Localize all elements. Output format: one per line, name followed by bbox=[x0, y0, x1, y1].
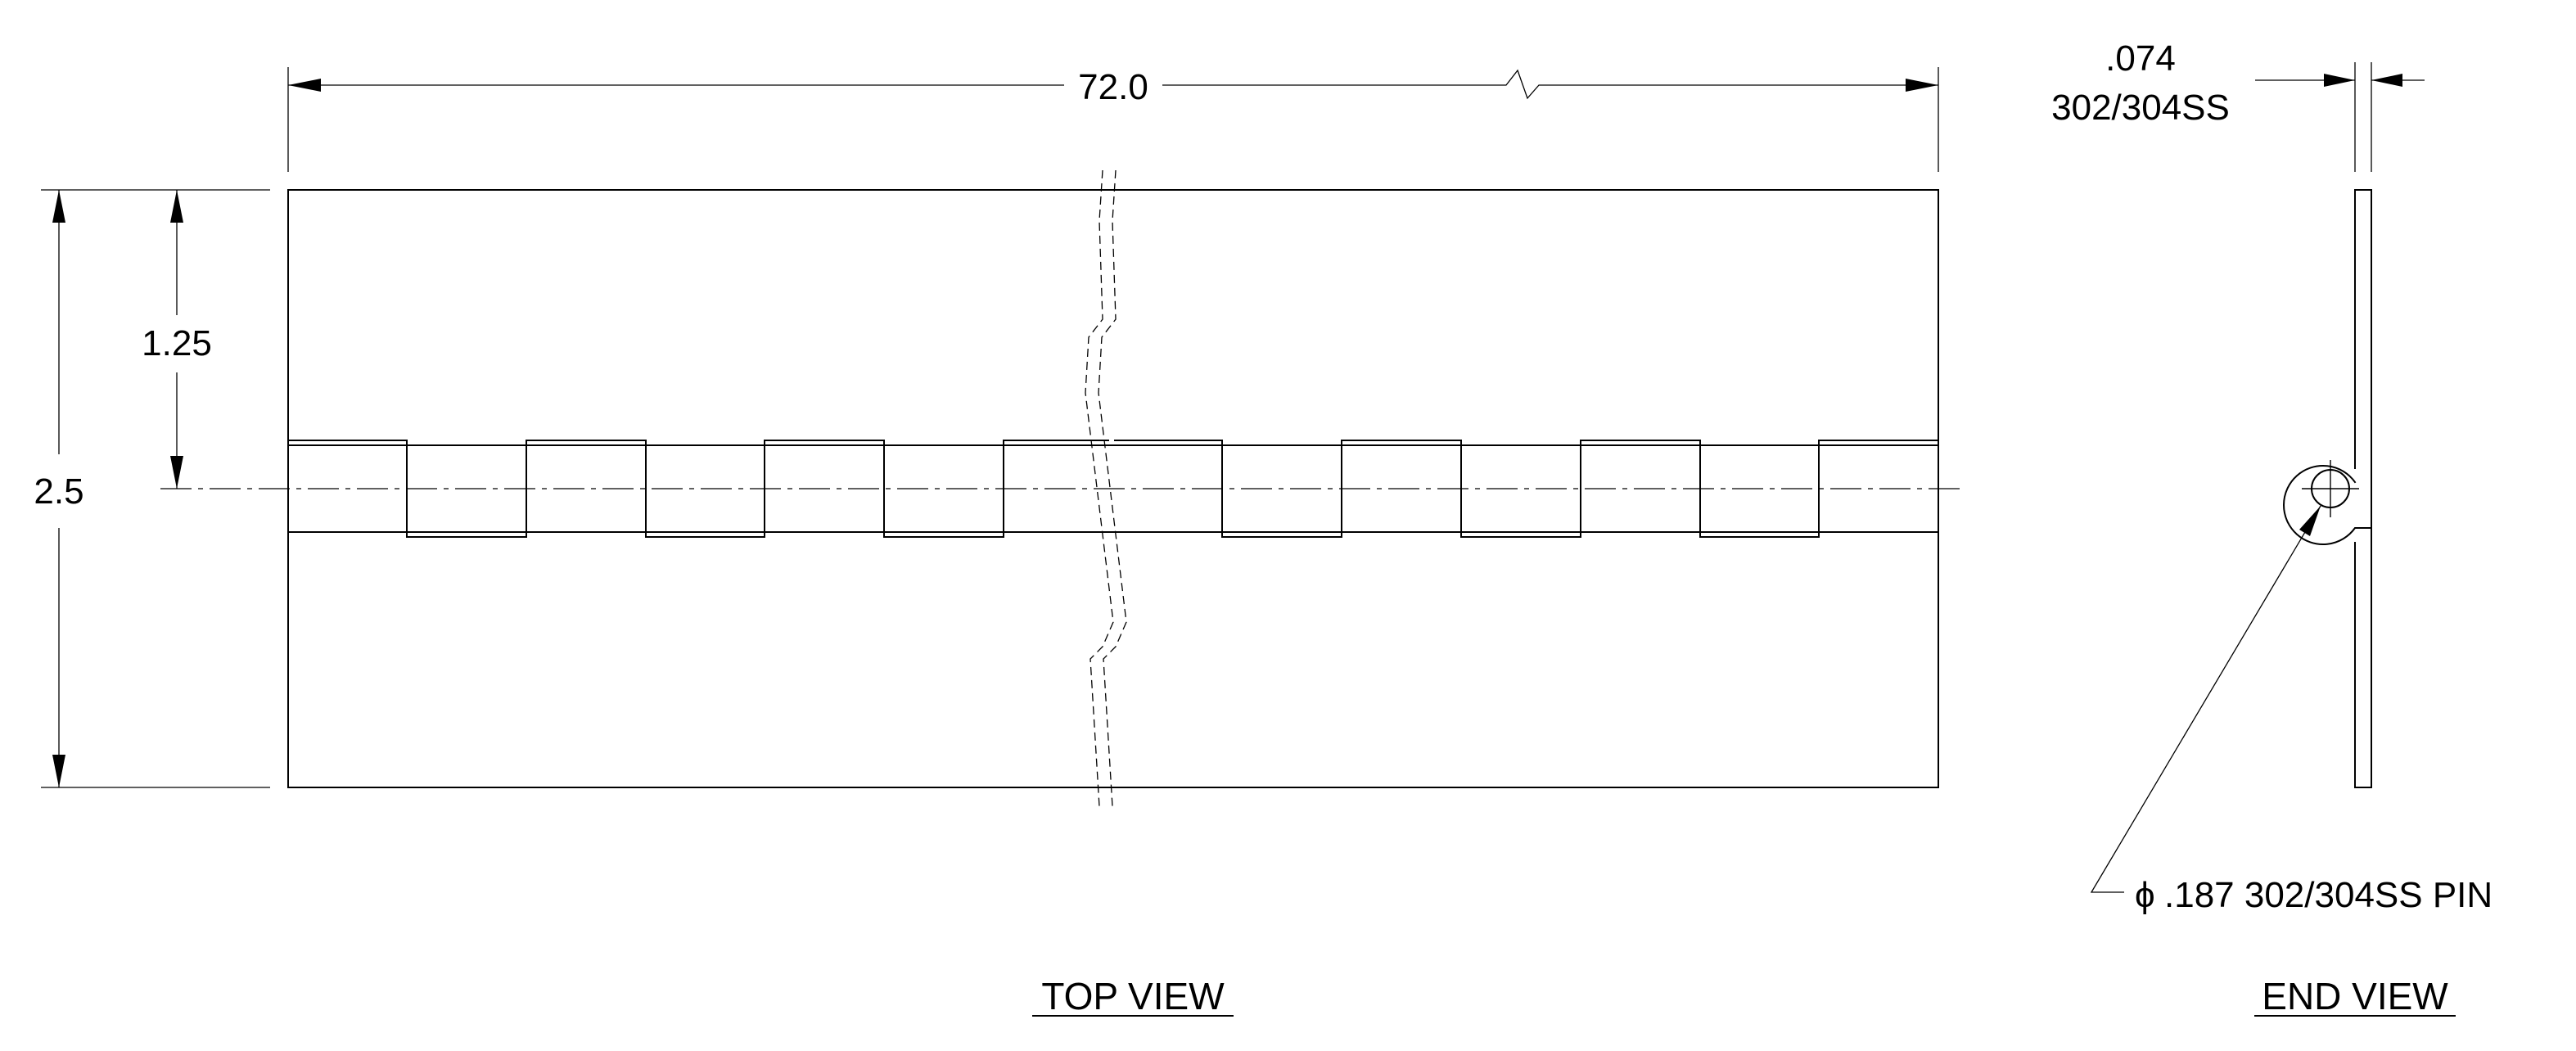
half-width-value: 1.25 bbox=[142, 323, 212, 363]
width-dimension: 2.5 bbox=[34, 190, 84, 787]
knuckle-curl bbox=[2283, 465, 2372, 545]
extension-lines bbox=[41, 67, 1939, 788]
pin-callout: .187 302/304SS PIN bbox=[2164, 875, 2493, 915]
top-view-title: TOP VIEW bbox=[1041, 975, 1225, 1017]
end-leaf-plate bbox=[2354, 189, 2372, 788]
half-width-dimension: 1.25 bbox=[142, 190, 212, 489]
thickness-dimension: .074 302/304SS bbox=[2051, 38, 2425, 172]
pin-diameter-symbol: ϕ bbox=[2135, 875, 2155, 915]
top-view: 72.0 2.5 1.25 TOP VIEW bbox=[34, 67, 1960, 1017]
end-view: .074 302/304SS ϕ .187 302/304SS PIN END … bbox=[2051, 38, 2493, 1017]
knuckle-profile-left bbox=[287, 440, 1109, 538]
width-value: 2.5 bbox=[34, 471, 83, 512]
pin-leader: ϕ .187 302/304SS PIN bbox=[2090, 505, 2493, 915]
length-value: 72.0 bbox=[1078, 67, 1148, 107]
length-dimension: 72.0 bbox=[288, 67, 1938, 107]
thickness-value: .074 bbox=[2105, 38, 2176, 79]
knuckle-profile-right bbox=[1114, 440, 1939, 538]
thickness-material: 302/304SS bbox=[2051, 88, 2230, 128]
hinge-leaves-outline bbox=[287, 189, 1939, 788]
end-view-title: END VIEW bbox=[2262, 975, 2448, 1017]
break-lines bbox=[1085, 169, 1127, 807]
